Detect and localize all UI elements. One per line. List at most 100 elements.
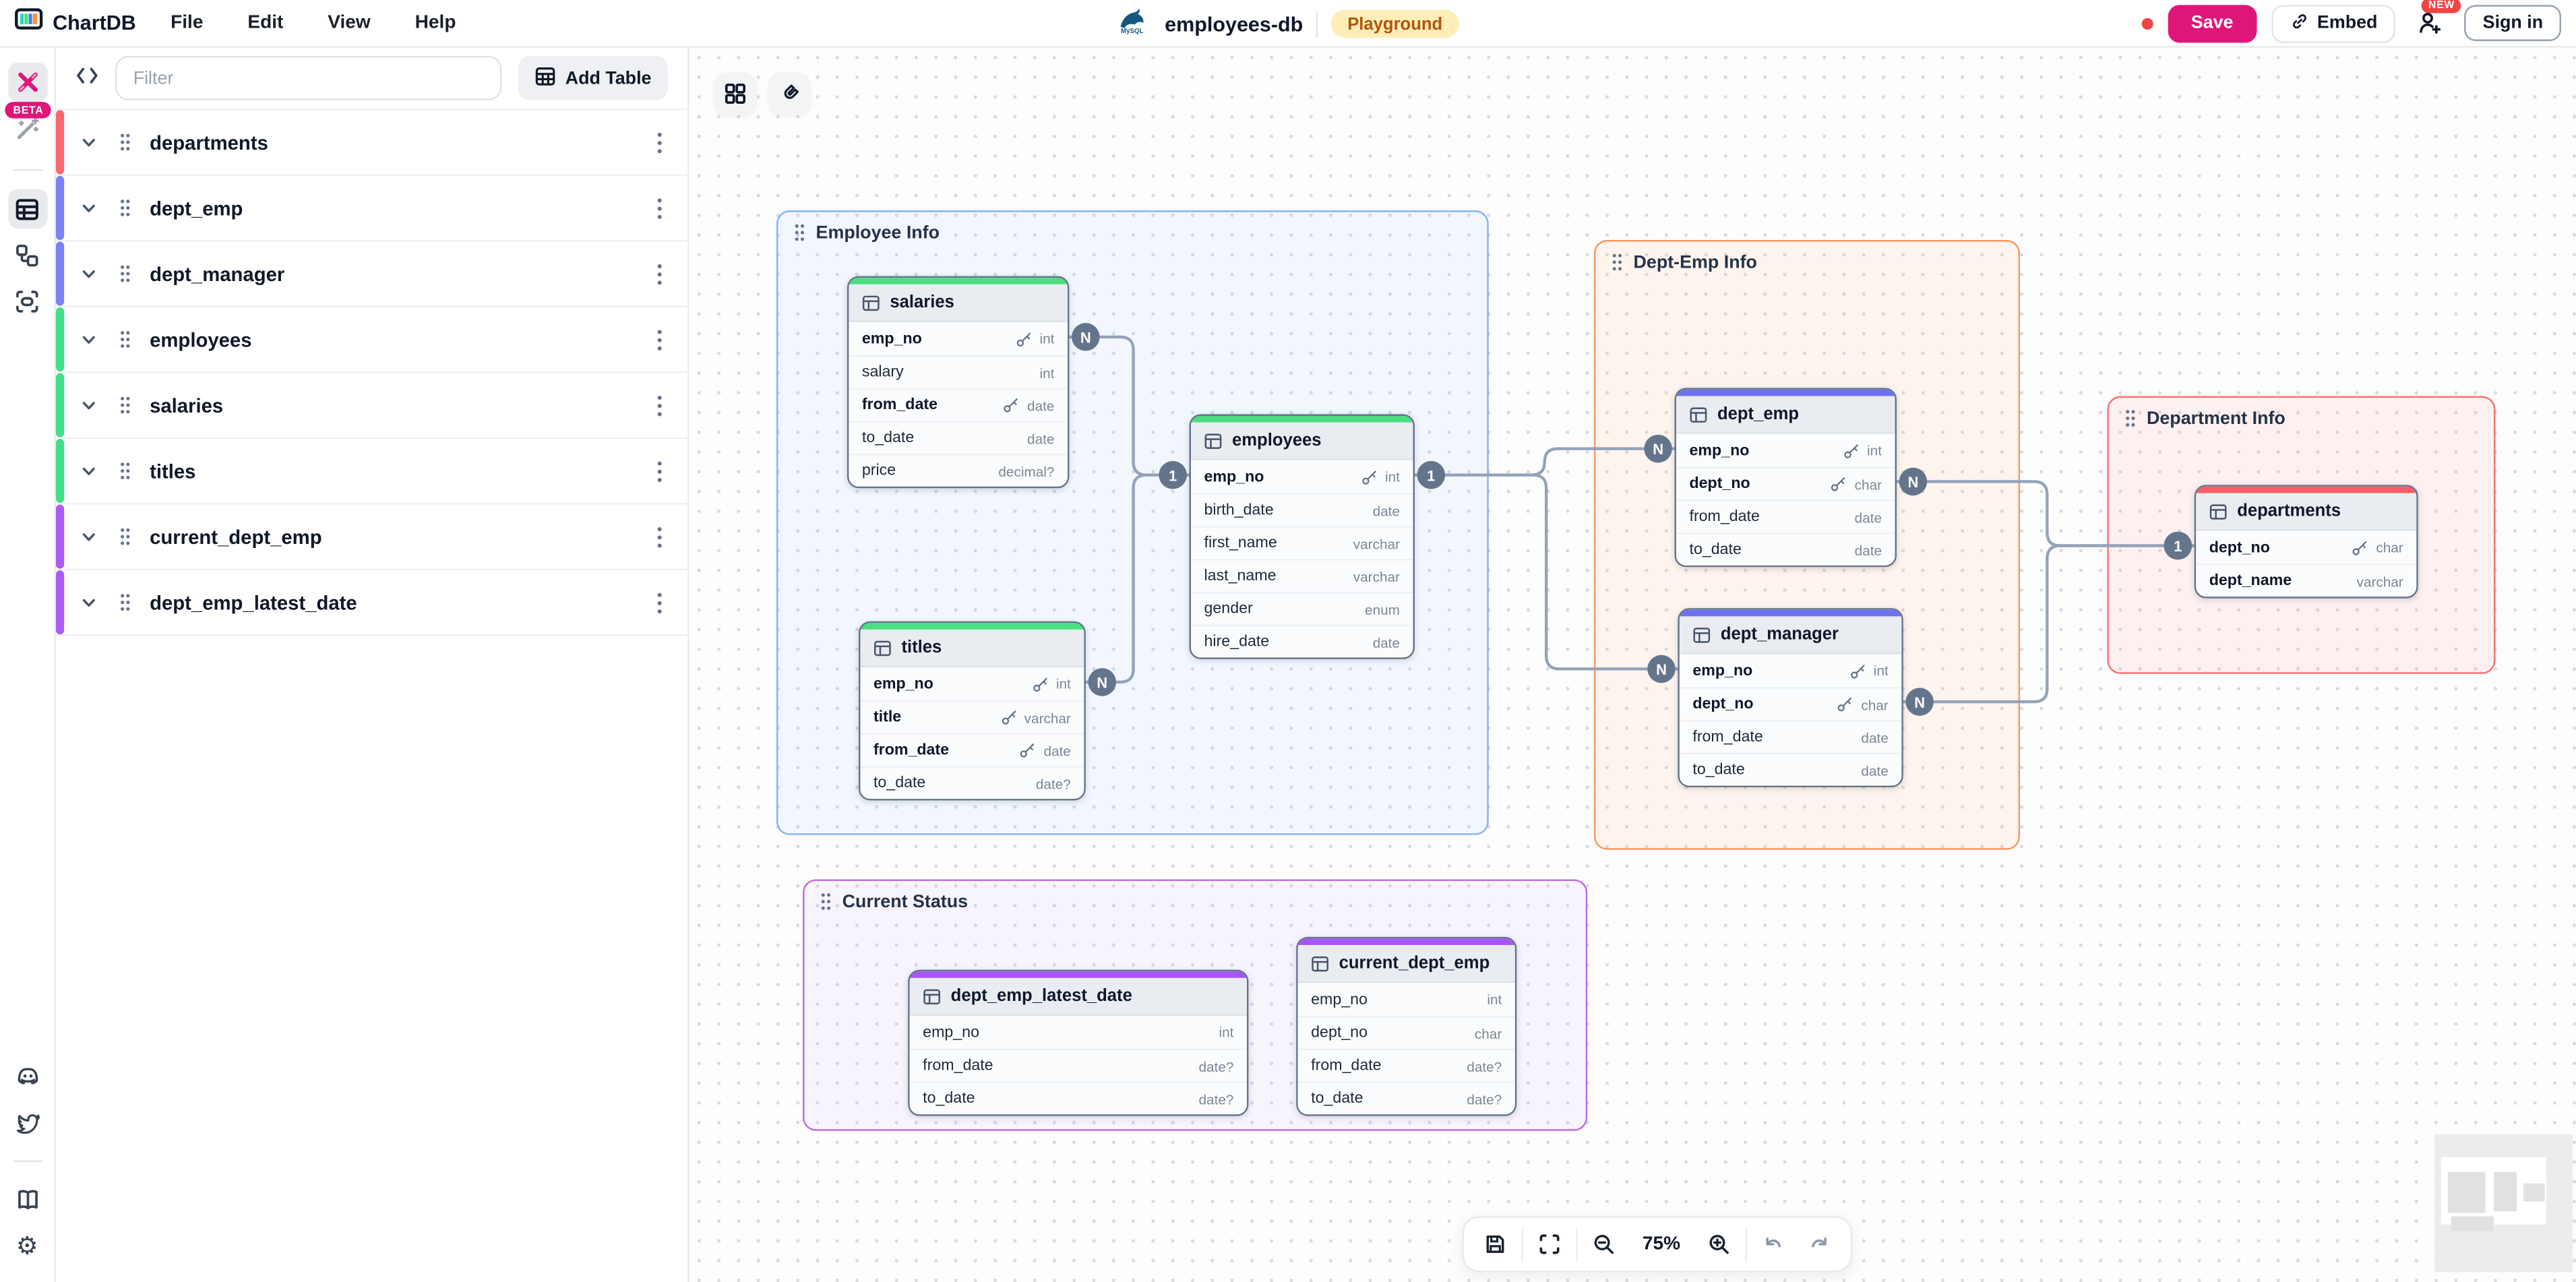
sign-in-button[interactable]: Sign in: [2464, 5, 2562, 41]
table-menu-icon[interactable]: [656, 131, 663, 154]
menu-edit[interactable]: Edit: [247, 13, 284, 33]
magnet-snap-icon[interactable]: [768, 72, 811, 115]
sidebar-table-item[interactable]: current_dept_emp: [55, 504, 688, 571]
chevron-down-icon[interactable]: [81, 134, 97, 150]
table-menu-icon[interactable]: [656, 328, 663, 350]
invite-user-button[interactable]: NEW: [2410, 0, 2461, 43]
sidebar-table-item[interactable]: dept_emp_latest_date: [55, 570, 688, 636]
undo-icon[interactable]: [1750, 1223, 1796, 1265]
sidebar-table-item[interactable]: employees: [55, 307, 688, 373]
drag-handle-icon[interactable]: [2124, 408, 2137, 429]
discord-icon[interactable]: [7, 1057, 47, 1097]
table-header[interactable]: dept_manager: [1679, 616, 1902, 654]
save-button[interactable]: Save: [2168, 4, 2257, 42]
drag-handle-icon[interactable]: [119, 197, 132, 219]
chevron-down-icon[interactable]: [81, 594, 97, 611]
docs-book-icon[interactable]: [7, 1180, 47, 1220]
magic-wand-icon[interactable]: BETA: [5, 102, 52, 152]
chevron-down-icon[interactable]: [81, 266, 97, 282]
drag-handle-icon[interactable]: [119, 131, 132, 153]
table-menu-icon[interactable]: [656, 591, 663, 614]
drag-handle-icon[interactable]: [119, 329, 132, 350]
tables-panel-icon[interactable]: [7, 189, 47, 228]
save-diagram-icon[interactable]: [1472, 1223, 1518, 1265]
drag-handle-icon[interactable]: [119, 263, 132, 284]
drag-handle-icon[interactable]: [119, 460, 132, 482]
table-header[interactable]: departments: [2196, 493, 2417, 531]
drag-handle-icon[interactable]: [793, 222, 806, 243]
filter-input[interactable]: [115, 55, 501, 100]
chevron-down-icon[interactable]: [81, 200, 97, 216]
table-header[interactable]: titles: [860, 629, 1084, 668]
table-menu-icon[interactable]: [656, 262, 663, 285]
menu-file[interactable]: File: [171, 13, 204, 33]
drag-handle-icon[interactable]: [119, 526, 132, 547]
table-header[interactable]: dept_emp: [1676, 396, 1895, 434]
sidebar-table-item[interactable]: titles: [55, 439, 688, 505]
table-header[interactable]: current_dept_emp: [1297, 945, 1515, 983]
sidebar-table-item[interactable]: salaries: [55, 373, 688, 439]
table-header[interactable]: salaries: [849, 284, 1068, 322]
table-menu-icon[interactable]: [656, 460, 663, 483]
zoom-in-icon[interactable]: [1696, 1223, 1742, 1265]
drag-handle-icon[interactable]: [1610, 251, 1624, 273]
chevron-down-icon[interactable]: [81, 462, 97, 479]
sidebar-table-item[interactable]: dept_emp: [55, 175, 688, 242]
add-table-button[interactable]: Add Table: [517, 55, 668, 100]
menu-view[interactable]: View: [328, 13, 371, 33]
table-menu-icon[interactable]: [656, 525, 663, 548]
fit-view-icon[interactable]: [1527, 1223, 1572, 1265]
twitter-icon[interactable]: [7, 1103, 47, 1142]
zoom-out-icon[interactable]: [1581, 1223, 1626, 1265]
settings-gear-icon[interactable]: ⚙: [16, 1231, 38, 1260]
embed-button[interactable]: Embed: [2271, 4, 2396, 42]
areas-panel-icon[interactable]: [7, 281, 47, 321]
minimap[interactable]: [2434, 1134, 2573, 1273]
layout-grid-icon[interactable]: [714, 72, 757, 115]
table-header[interactable]: employees: [1190, 422, 1413, 460]
edit-tools-icon[interactable]: [7, 62, 47, 102]
table-menu-icon[interactable]: [656, 196, 663, 219]
sidebar-table-item[interactable]: departments: [55, 110, 688, 176]
diagram-name[interactable]: employees-db: [1165, 12, 1304, 36]
drag-handle-icon[interactable]: [119, 394, 132, 416]
chevron-down-icon[interactable]: [81, 331, 97, 347]
relationships-panel-icon[interactable]: [7, 235, 47, 275]
